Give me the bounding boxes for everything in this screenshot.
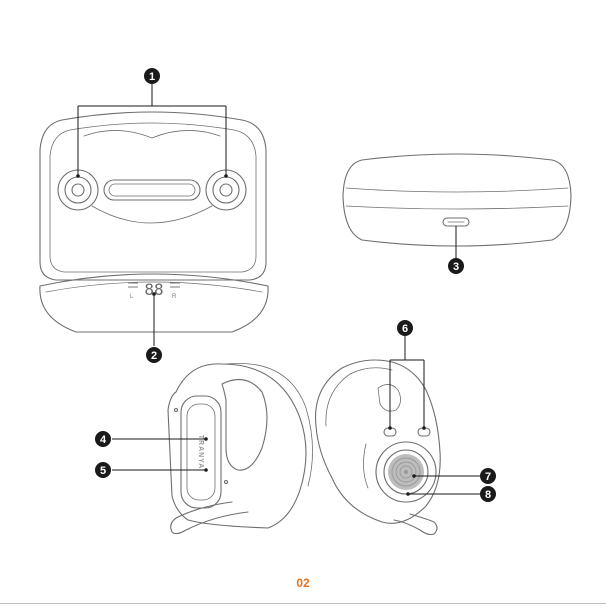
right-earbud	[316, 360, 441, 535]
callout-badge-2: 2	[146, 347, 162, 363]
display-left-mark: L	[130, 294, 134, 300]
callout-badge-3: 3	[448, 258, 464, 274]
case-center-slot	[104, 180, 200, 200]
page-number: 02	[0, 576, 606, 590]
svg-text:4: 4	[100, 434, 107, 446]
left-earbud	[168, 363, 313, 533]
svg-text:5: 5	[100, 465, 106, 477]
callout-badge-8: 8	[480, 486, 496, 502]
right-earhook-tip	[394, 514, 437, 535]
svg-text:7: 7	[485, 471, 491, 483]
earbud-brand-text: TRANYA	[197, 435, 204, 470]
bottom-divider	[0, 603, 606, 604]
svg-text:3: 3	[453, 261, 459, 273]
callout-badge-4: 4	[95, 431, 111, 447]
callout-badge-5: 5	[95, 462, 111, 478]
svg-text:2: 2	[151, 350, 157, 362]
svg-text:6: 6	[402, 323, 408, 335]
callout-badge-7: 7	[480, 468, 496, 484]
callout-badge-6: 6	[397, 320, 413, 336]
charging-case-closed	[343, 154, 571, 246]
svg-text:8: 8	[485, 489, 491, 501]
left-earhook-tip	[171, 502, 248, 534]
callout-badge-1: 1	[144, 68, 160, 84]
svg-text:1: 1	[149, 71, 155, 83]
display-right-mark: R	[172, 294, 177, 300]
leader-lines	[78, 84, 480, 494]
speaker-grille	[388, 454, 424, 490]
